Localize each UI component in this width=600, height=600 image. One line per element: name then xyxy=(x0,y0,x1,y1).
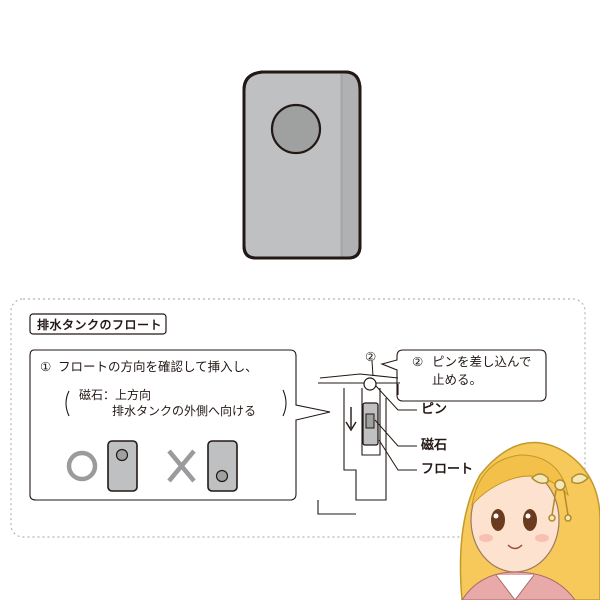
step1-text: フロートの方向を確認して挿入し、 xyxy=(58,359,258,374)
wrong-symbol-mark xyxy=(167,449,196,483)
magnet-direction-label: 磁石：上方向 xyxy=(79,388,152,402)
step2-number: ② xyxy=(412,354,424,369)
bracket-right xyxy=(282,389,287,417)
insert-arrow xyxy=(345,407,357,432)
pin-label: ピン xyxy=(421,402,448,417)
step2-marker: ② xyxy=(365,349,377,364)
step2-callout-box xyxy=(380,349,547,402)
wrong-float-example xyxy=(207,440,238,492)
correct-float-example xyxy=(107,440,138,492)
magnet-in-tank xyxy=(365,413,375,429)
float-label: フロート xyxy=(421,462,474,477)
step1-callout-box xyxy=(29,349,331,501)
magnet-circle xyxy=(270,103,322,155)
mascot-character xyxy=(459,441,600,600)
tank-cutaway-drawing xyxy=(317,373,400,515)
bracket-left xyxy=(65,390,70,417)
correct-symbol-mark xyxy=(66,450,98,482)
magnet-direction-detail: 排水タンクの外側へ向ける xyxy=(112,404,257,418)
step2-text-line1: ピンを差し込んで xyxy=(432,354,532,369)
magnet-label: 磁石 xyxy=(421,438,448,453)
section-title: 排水タンクのフロート xyxy=(37,318,163,332)
instruction-panel-border xyxy=(10,298,586,538)
step1-number: ① xyxy=(40,359,52,374)
pin-circle xyxy=(363,377,377,391)
step2-text-line2: 止める。 xyxy=(432,372,483,387)
callout-leader-lines xyxy=(371,360,417,471)
section-title-box xyxy=(29,313,167,335)
float-illustration xyxy=(242,70,362,260)
